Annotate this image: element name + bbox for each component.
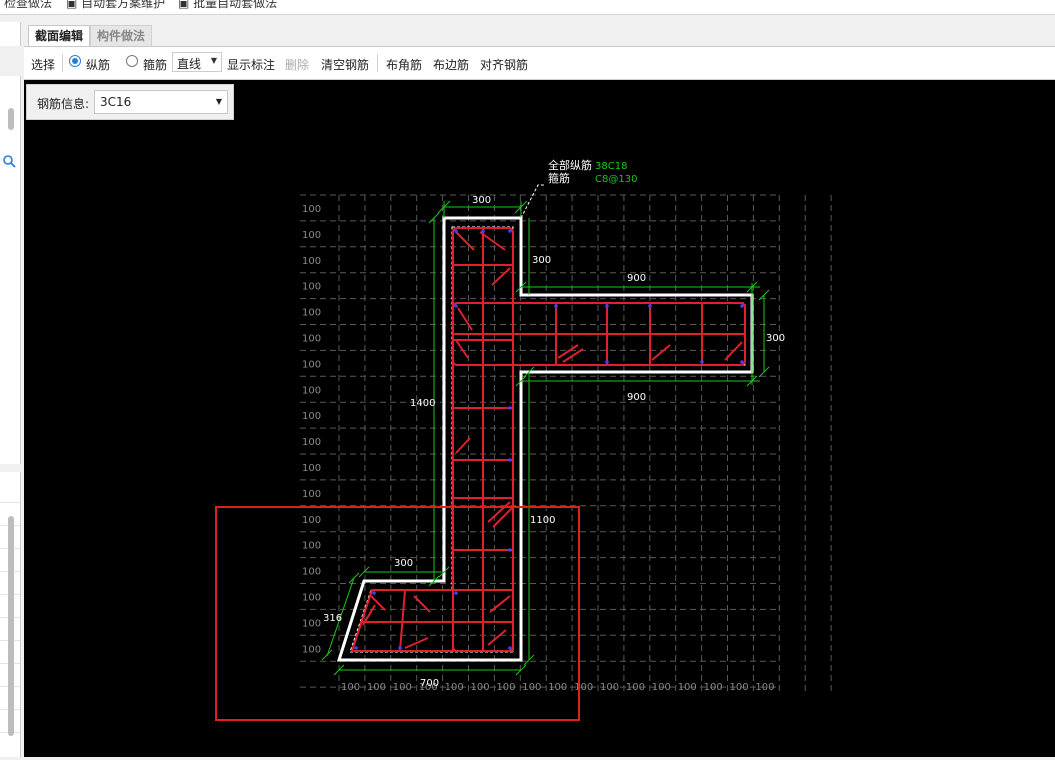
dim-left-height: 1400 [410, 398, 435, 409]
dim-right-height: 1100 [530, 515, 555, 526]
tab-component-method[interactable]: 构件做法 [90, 25, 153, 46]
line-type-select[interactable]: 直线 ▼ [172, 52, 222, 72]
chevron-down-icon: ▼ [215, 97, 222, 106]
grid-label-bottom: 100 [471, 682, 490, 693]
left-panel-tree [0, 76, 21, 464]
grid-label-left: 100 [302, 204, 321, 215]
dim-bottom-leg-top: 300 [394, 558, 413, 569]
dim-top-width: 300 [472, 195, 491, 206]
drawing-canvas[interactable]: 100 100 100 100 100 100 100 100 100 100 100 100 100 1… [24, 80, 1055, 757]
stirrup-radio-label[interactable]: 箍筋 [143, 58, 168, 72]
grid-label-left: 100 [302, 230, 321, 241]
select-button[interactable]: 选择 [31, 58, 56, 72]
doc-icon: ▣ [178, 0, 190, 10]
left-scrollbar-thumb[interactable] [8, 108, 14, 130]
clear-rebar-button[interactable]: 清空钢筋 [321, 58, 370, 72]
dim-right-offset: 300 [532, 255, 551, 266]
doc-icon: ▣ [66, 0, 78, 10]
grid [300, 194, 832, 695]
longitudinal-radio-label[interactable]: 纵筋 [86, 58, 111, 72]
grid-label-left: 100 [302, 437, 321, 448]
toolbar-divider [62, 54, 63, 72]
grid-label-left: 100 [302, 593, 321, 604]
menu-item-check-method[interactable]: 检查做法 [4, 0, 53, 10]
grid-label-left: 100 [302, 567, 321, 578]
dim-flange-bottom: 900 [627, 392, 646, 403]
note-longitudinal-label: 全部纵筋 [548, 158, 592, 172]
grid-label-left: 100 [302, 489, 321, 500]
tab-section-edit[interactable]: 截面编辑 [28, 25, 91, 46]
section-drawing: 100 100 100 100 100 100 100 100 100 100 100 100 100 1… [215, 158, 832, 721]
rebar-info-panel: 钢筋信息: 3C16 ▼ [26, 84, 234, 120]
grid-label-bottom: 100 [704, 682, 723, 693]
section-outline [336, 216, 754, 662]
dimension-lines [321, 200, 770, 676]
menu-item-auto-scheme[interactable]: ▣ 自动套方案维护 [66, 0, 165, 11]
tab-bar: 截面编辑 构件做法 [24, 22, 1055, 47]
top-menu-strip: 检查做法 ▣ 自动套方案维护 ▣ 批量自动套做法 [0, 0, 1055, 15]
grid-label-bottom: 100 [600, 682, 619, 693]
grid-label-bottom: 100 [574, 682, 593, 693]
dim-flange-height: 300 [766, 333, 785, 344]
grid-label-bottom: 100 [445, 682, 464, 693]
grid-label-left: 100 [302, 282, 321, 293]
grid-label-bottom: 100 [548, 682, 567, 693]
chevron-down-icon: ▼ [210, 56, 217, 65]
search-icon[interactable] [2, 154, 16, 168]
edge-rebar-button[interactable]: 布边筋 [433, 58, 470, 72]
menu-item-batch-auto[interactable]: ▣ 批量自动套做法 [178, 0, 277, 11]
rebar-points [354, 229, 744, 650]
rebar-stirrups [350, 227, 746, 652]
left-panel-header [0, 22, 21, 46]
note-stirrup-label: 箍筋 [548, 171, 570, 185]
grid-label-left: 100 [302, 463, 321, 474]
dim-bottom-total: 700 [420, 678, 439, 689]
line-type-value: 直线 [177, 57, 202, 71]
grid-label-left: 100 [302, 308, 321, 319]
dim-bottom-leg-side: 316 [323, 613, 342, 624]
grid-label-bottom: 100 [341, 682, 360, 693]
grid-label-left: 100 [302, 359, 321, 370]
grid-label-left: 100 [302, 385, 321, 396]
grid-label-bottom: 100 [652, 682, 671, 693]
section-inner-outline [349, 226, 746, 653]
grid-label-bottom: 100 [419, 682, 438, 693]
grid-labels: 100 100 100 100 100 100 100 100 100 100 100 100 100 1… [302, 204, 774, 693]
grid-label-left: 100 [302, 515, 321, 526]
align-rebar-button[interactable]: 对齐钢筋 [480, 58, 529, 72]
rebar-info-select[interactable]: 3C16 ▼ [94, 90, 228, 114]
show-dims-button[interactable]: 显示标注 [227, 58, 276, 72]
grid-label-bottom: 100 [755, 682, 774, 693]
grid-label-bottom: 100 [393, 682, 412, 693]
corner-rebar-button[interactable]: 布角筋 [386, 58, 423, 72]
stirrup-radio[interactable] [126, 55, 138, 67]
note-leader-line [520, 184, 545, 219]
grid-label-left: 100 [302, 618, 321, 629]
longitudinal-radio[interactable] [69, 55, 81, 67]
note-longitudinal-value: 38C18 [595, 161, 627, 172]
rebar-info-label: 钢筋信息: [37, 97, 90, 111]
rebar-info-value: 3C16 [100, 95, 132, 109]
grid-label-bottom: 100 [522, 682, 541, 693]
grid-label-bottom: 100 [367, 682, 386, 693]
note-stirrup-value: C8@130 [595, 174, 637, 185]
grid-label-bottom: 100 [730, 682, 749, 693]
menu-item-label: 自动套方案维护 [81, 0, 166, 10]
left-scrollbar-thumb-2[interactable] [8, 516, 14, 736]
grid-label-bottom: 100 [496, 682, 515, 693]
grid-label-left: 100 [302, 334, 321, 345]
delete-button[interactable]: 删除 [285, 58, 310, 72]
grid-label-left: 100 [302, 541, 321, 552]
grid-label-left: 100 [302, 411, 321, 422]
toolbar-divider [377, 54, 378, 72]
grid-label-bottom: 100 [626, 682, 645, 693]
grid-label-left: 100 [302, 644, 321, 655]
grid-label-left: 100 [302, 256, 321, 267]
menu-item-label: 批量自动套做法 [193, 0, 278, 10]
highlight-box [215, 506, 580, 721]
dim-flange-top: 900 [627, 273, 646, 284]
grid-label-bottom: 100 [678, 682, 697, 693]
toolbar: 选择 纵筋 箍筋 直线 ▼ 显示标注 删除 清空钢筋 布角筋 布边筋 对齐钢筋 [24, 47, 1055, 80]
